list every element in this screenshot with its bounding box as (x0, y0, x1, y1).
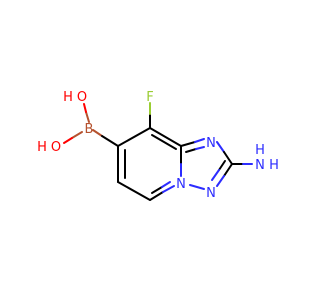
bond-c8-c8a (149, 127, 182, 147)
bond-c8a-nupper-2 (194, 138, 205, 143)
bond-c8a-nupper (180, 141, 196, 147)
boron-label: B (85, 122, 94, 137)
nitrogen-lower-label: N (206, 186, 216, 201)
bond-boron-oxygen-left-2 (63, 137, 73, 144)
nitrogen-upper-label: N (206, 136, 216, 151)
bond-nlower-nbridge (189, 184, 205, 190)
hydrogen-amine-2-label: H (255, 143, 265, 158)
bond-nupper-c2 (216, 141, 225, 153)
bond-c8a-nupper-inner (185, 148, 197, 153)
hydrogen-left-label: H (37, 140, 47, 155)
bond-boron-carbon (92, 129, 103, 137)
bond-c5-nbridge-2 (162, 185, 175, 193)
hydrogen-amine-1-label: H (269, 158, 279, 173)
bond-boron-oxygen-top (85, 111, 90, 123)
fluorine-label: F (146, 90, 153, 105)
bond-boron-oxygen-top-2 (83, 103, 87, 113)
bond-c5-nbridge (149, 191, 164, 201)
bond-c2-nlower-inner (218, 160, 226, 171)
nitrogen-amine-label: N (255, 158, 265, 173)
oxygen-left-label: O (51, 140, 61, 155)
bond-c5-nbridge-inner-2 (161, 181, 171, 188)
bond-c8a-nupper-inner-2 (195, 146, 205, 150)
bond-c2-nlower-2 (216, 175, 225, 187)
bond-c6-c5 (117, 181, 151, 201)
structure-drawing: O H O H B F N N N N H H (37, 90, 279, 201)
bond-boron-oxygen-left (71, 131, 83, 139)
bond-c5-nbridge-inner (151, 186, 163, 194)
bond-c7-c8 (117, 127, 151, 147)
bond-boron-carbon-2 (101, 135, 119, 147)
bond-c2-nlower (223, 163, 233, 177)
bond-nupper-c2-2 (223, 151, 233, 165)
nitrogen-bridge-label: N (176, 177, 186, 192)
bond-c2-nlower-inner-2 (211, 169, 220, 181)
hydrogen-top-label: H (63, 90, 73, 105)
oxygen-top-label: O (77, 90, 87, 105)
bond-c8-c8a-inner (151, 134, 177, 150)
molecule-canvas: O H O H B F N N N N H H (37, 90, 279, 201)
